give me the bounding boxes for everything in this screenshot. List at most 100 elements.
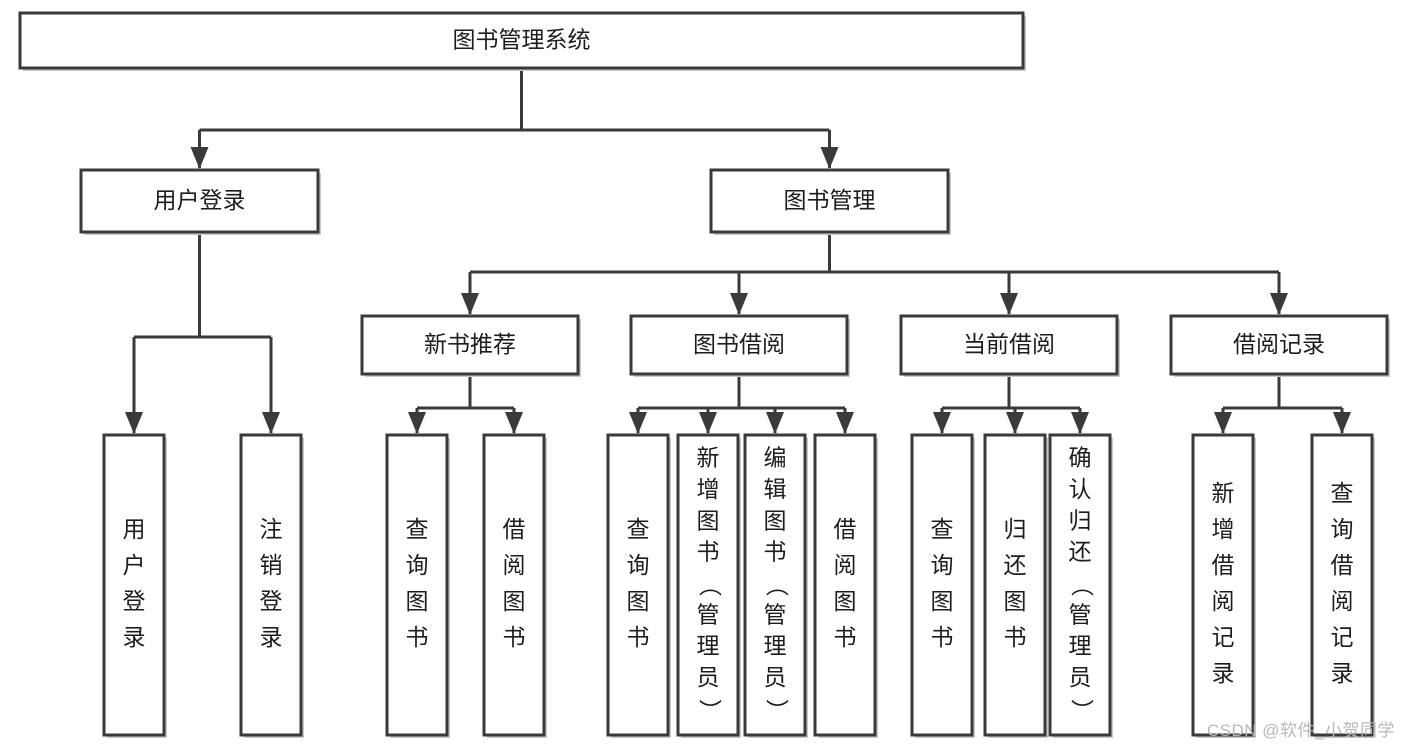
node-label-char: 书 <box>406 624 429 650</box>
box-outline <box>102 433 166 737</box>
node-label: 用户登录 <box>123 516 146 650</box>
node-label-char: 图 <box>406 588 429 614</box>
box-outline <box>360 314 580 376</box>
arrow-head <box>730 293 748 315</box>
node-label-char: 理 <box>1069 633 1092 659</box>
box-outline <box>1048 433 1112 737</box>
node-label-char: 阅 <box>503 552 526 578</box>
node-label-char: （ <box>764 574 790 597</box>
arrow-head <box>408 412 426 434</box>
node-label: 借阅记录 <box>1233 331 1325 357</box>
box-outline <box>606 433 670 737</box>
box-outline <box>1191 433 1255 737</box>
box-outline <box>910 433 974 737</box>
arrow-head <box>190 147 209 169</box>
node-label-char: 还 <box>1069 539 1092 565</box>
arrow-head <box>125 412 143 434</box>
arrow-head <box>933 412 951 434</box>
node-new-book-rec[interactable]: 新书推荐 <box>360 314 581 377</box>
node-label: 新书推荐 <box>424 331 516 357</box>
node-label-char: 销 <box>260 552 283 578</box>
node-label-char: ） <box>764 699 790 722</box>
node-leaf-user-login[interactable]: 用户登录 <box>102 433 167 738</box>
node-label-char: 归 <box>1069 507 1092 533</box>
node-borrow-record[interactable]: 借阅记录 <box>1169 314 1390 377</box>
box-outline <box>79 168 320 234</box>
node-label-char: 认 <box>1069 476 1092 502</box>
node-book-borrow[interactable]: 图书借阅 <box>629 314 850 377</box>
node-book-manage[interactable]: 图书管理 <box>709 168 951 235</box>
node-current-borrow[interactable]: 当前借阅 <box>899 314 1120 377</box>
node-label-char: 图 <box>764 507 787 533</box>
node-label-char: 借 <box>1212 552 1235 578</box>
node-label-char: 图 <box>627 588 650 614</box>
arrow-head <box>1333 412 1351 434</box>
arrow-head <box>699 412 717 434</box>
node-label-char: 查 <box>931 516 954 542</box>
box-outline <box>983 433 1047 737</box>
node-label-char: 员 <box>697 664 720 690</box>
node-label-char: ） <box>697 699 723 722</box>
connectors-layer <box>125 68 1351 434</box>
node-label-char: 阅 <box>1212 588 1235 614</box>
box-outline <box>385 433 449 737</box>
node-root-图书管理系统[interactable]: 图书管理系统 <box>18 11 1026 71</box>
box-outline <box>1169 314 1389 376</box>
arrow-head <box>836 412 854 434</box>
node-label-char: 录 <box>123 624 146 650</box>
node-label-char: 图 <box>697 507 720 533</box>
node-label-char: 录 <box>1331 660 1354 686</box>
node-label-char: 书 <box>697 539 720 565</box>
node-label-char: 户 <box>123 552 146 578</box>
node-label-char: 书 <box>834 624 857 650</box>
box-outline <box>676 433 740 737</box>
node-user-login[interactable]: 用户登录 <box>79 168 321 235</box>
node-label-char: 增 <box>697 476 720 502</box>
watermark-text: CSDN @软件_小贺同学 <box>1206 721 1395 740</box>
arrow-head <box>1214 412 1232 434</box>
node-label-char: 辑 <box>764 476 787 502</box>
node-label-char: 借 <box>834 516 857 542</box>
node-label-char: 用 <box>123 516 146 542</box>
node-label-char: 录 <box>260 624 283 650</box>
box-outline <box>743 433 807 737</box>
node-label-char: 员 <box>1069 664 1092 690</box>
box-outline <box>709 168 950 234</box>
node-label-char: 管 <box>1069 601 1092 627</box>
node-label-char: 记 <box>1331 624 1354 650</box>
node-label-char: 询 <box>1331 516 1354 542</box>
arrow-head <box>1071 412 1089 434</box>
node-label-char: 管 <box>764 601 787 627</box>
nodes-layer: 图书管理系统用户登录图书管理新书推荐图书借阅当前借阅借阅记录用户登录注销登录查询… <box>18 11 1390 738</box>
node-label-char: 书 <box>764 539 787 565</box>
arrow-head <box>262 412 280 434</box>
arrow-head <box>766 412 784 434</box>
node-label-char: 登 <box>123 588 146 614</box>
node-label-char: 图 <box>834 588 857 614</box>
node-label-char: 借 <box>503 516 526 542</box>
node-label-char: ） <box>1069 699 1095 722</box>
node-label: 当前借阅 <box>963 331 1055 357</box>
node-label-char: 确 <box>1069 445 1092 471</box>
arrow-head <box>1270 293 1288 315</box>
